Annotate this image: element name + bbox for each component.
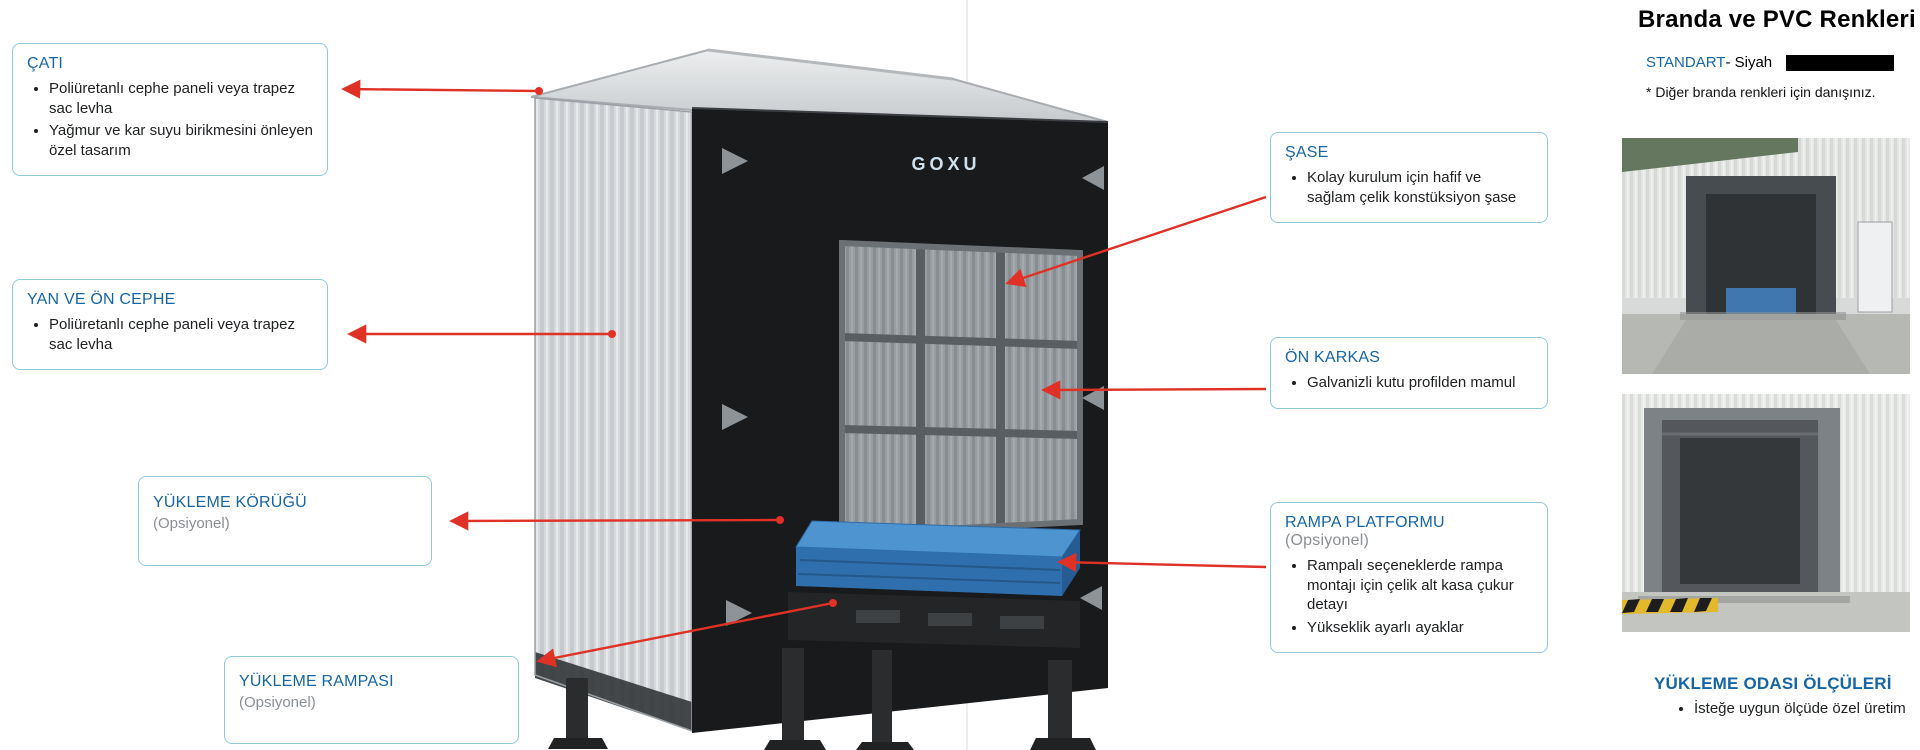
callout-chassis: ŞASE Kolay kurulum için hafif ve sağlam … bbox=[1270, 132, 1548, 223]
callout-option: (Opsiyonel) bbox=[239, 694, 316, 711]
bullet-item: İsteğe uygun ölçüde özel üretim bbox=[1694, 700, 1906, 717]
arrow-chassis bbox=[1005, 195, 1267, 287]
product-side-wall bbox=[534, 97, 693, 733]
bullet-item: Yükseklik ayarlı ayaklar bbox=[1307, 618, 1533, 638]
callout-bullets: Poliüretanlı cephe paneli veya trapez sa… bbox=[49, 79, 313, 160]
callout-title: ÖN KARKAS bbox=[1285, 349, 1381, 366]
bullet-item: Galvanizli kutu profilden mamul bbox=[1307, 373, 1533, 393]
standard-color-row: STANDART - Siyah bbox=[1646, 54, 1894, 71]
annotation-arrows bbox=[341, 79, 1267, 668]
standard-label: STANDART bbox=[1646, 54, 1726, 71]
callout-bullets: Rampalı seçeneklerde rampa montajı için … bbox=[1307, 556, 1533, 637]
arrow-front-frame bbox=[1041, 380, 1267, 400]
arrow-roof bbox=[341, 79, 540, 99]
callout-bellow: YÜKLEME KÖRÜĞÜ (Opsiyonel) bbox=[138, 476, 432, 566]
callout-title-text: RAMPA PLATFORMU bbox=[1285, 514, 1445, 531]
callout-title: ÇATI bbox=[27, 55, 64, 72]
annotation-dots bbox=[535, 87, 837, 607]
arrow-bellow bbox=[449, 511, 781, 531]
callout-option: (Opsiyonel) bbox=[153, 515, 230, 532]
callout-ramp-platform: RAMPA PLATFORMU (Opsiyonel) Rampalı seçe… bbox=[1270, 502, 1548, 653]
product-front-grid bbox=[839, 239, 1083, 538]
product-photo-2 bbox=[1622, 394, 1910, 632]
callout-bullets: Kolay kurulum için hafif ve sağlam çelik… bbox=[1307, 168, 1533, 207]
callout-title: YÜKLEME RAMPASI bbox=[239, 673, 394, 690]
callout-front-frame: ÖN KARKAS Galvanizli kutu profilden mamu… bbox=[1270, 337, 1548, 409]
standard-value: - Siyah bbox=[1725, 54, 1773, 71]
callout-option-inline: (Opsiyonel) bbox=[1285, 532, 1370, 549]
colors-section-title: Branda ve PVC Renkleri bbox=[1638, 6, 1916, 33]
bullet-item: Rampalı seçeneklerde rampa montajı için … bbox=[1307, 556, 1533, 615]
arrow-ramp-platform bbox=[1057, 552, 1267, 572]
photo-1-graphic bbox=[1622, 138, 1910, 374]
callout-roof: ÇATI Poliüretanlı cephe paneli veya trap… bbox=[12, 43, 328, 176]
product-photo-1 bbox=[1622, 138, 1910, 374]
product-ramp-platform bbox=[795, 520, 1081, 596]
dimensions-section-title: YÜKLEME ODASI ÖLÇÜLERİ bbox=[1654, 674, 1892, 693]
bullet-item: Poliüretanlı cephe paneli veya trapez sa… bbox=[49, 79, 313, 118]
callout-bullets: Poliüretanlı cephe paneli veya trapez sa… bbox=[49, 315, 313, 354]
product-legs bbox=[548, 648, 1096, 750]
callout-title: RAMPA PLATFORMU (Opsiyonel) bbox=[1285, 514, 1533, 550]
callout-title: YAN VE ÖN CEPHE bbox=[27, 291, 176, 308]
photo-2-graphic bbox=[1622, 394, 1910, 632]
bullet-item: Yağmur ve kar suyu birikmesini önleyen ö… bbox=[49, 121, 313, 160]
callout-side-front: YAN VE ÖN CEPHE Poliüretanlı cephe panel… bbox=[12, 279, 328, 370]
arrow-ramp bbox=[536, 601, 834, 668]
bullet-item: Poliüretanlı cephe paneli veya trapez sa… bbox=[49, 315, 313, 354]
dimensions-bullets: İsteğe uygun ölçüde özel üretim bbox=[1694, 700, 1906, 717]
callout-title: YÜKLEME KÖRÜĞÜ bbox=[153, 494, 307, 511]
product-under-base bbox=[788, 592, 1080, 648]
callout-bullets: Galvanizli kutu profilden mamul bbox=[1307, 373, 1533, 393]
callout-ramp: YÜKLEME RAMPASI (Opsiyonel) bbox=[224, 656, 519, 744]
colors-note: * Diğer branda renkleri için danışınız. bbox=[1646, 84, 1876, 100]
callout-title: ŞASE bbox=[1285, 144, 1329, 161]
black-color-swatch bbox=[1786, 54, 1894, 71]
product-roof bbox=[530, 48, 1109, 123]
bullet-item: Kolay kurulum için hafif ve sağlam çelik… bbox=[1307, 168, 1533, 207]
product-logo: GOXU bbox=[911, 154, 980, 174]
